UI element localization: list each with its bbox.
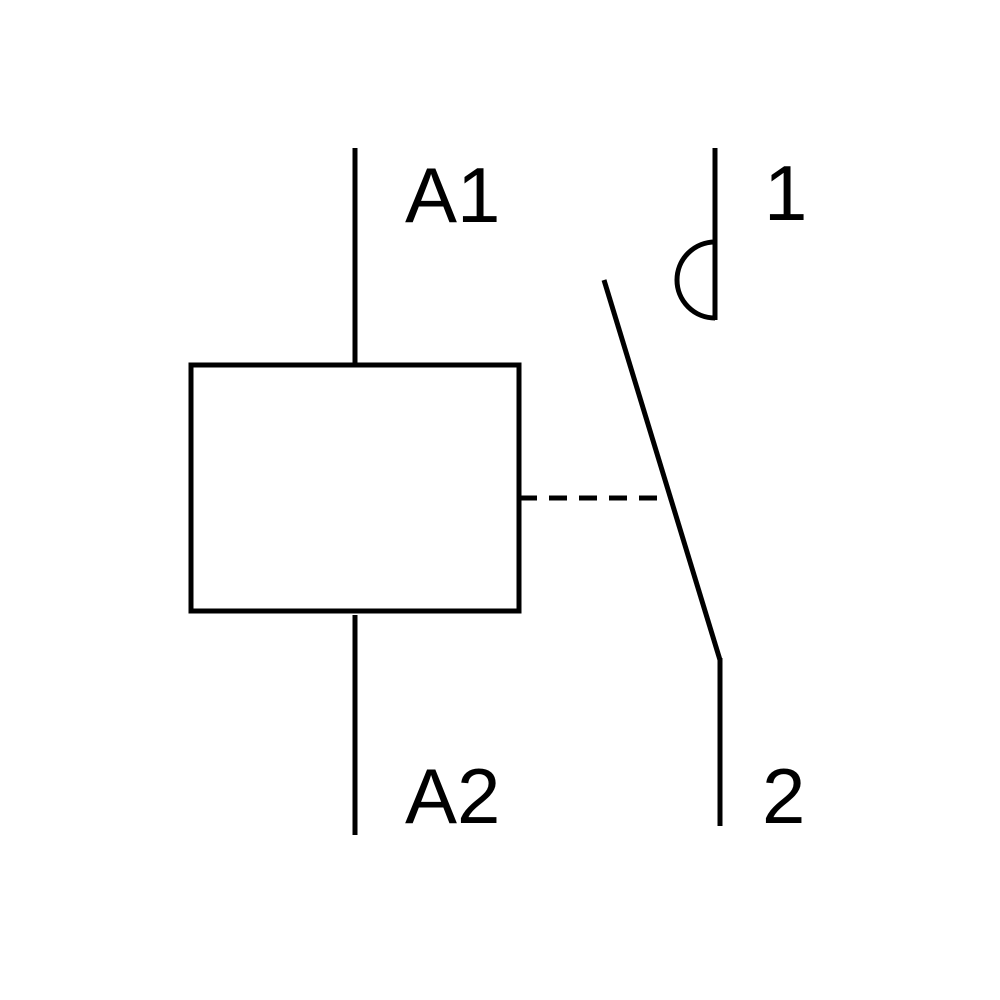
contact-blade [601, 279, 723, 661]
label-a1: A1 [405, 151, 500, 239]
label-2: 2 [762, 752, 805, 840]
coil-box [188, 362, 522, 614]
contact-stop-hook [674, 239, 716, 321]
label-1: 1 [764, 149, 807, 237]
label-a2: A2 [405, 752, 500, 840]
